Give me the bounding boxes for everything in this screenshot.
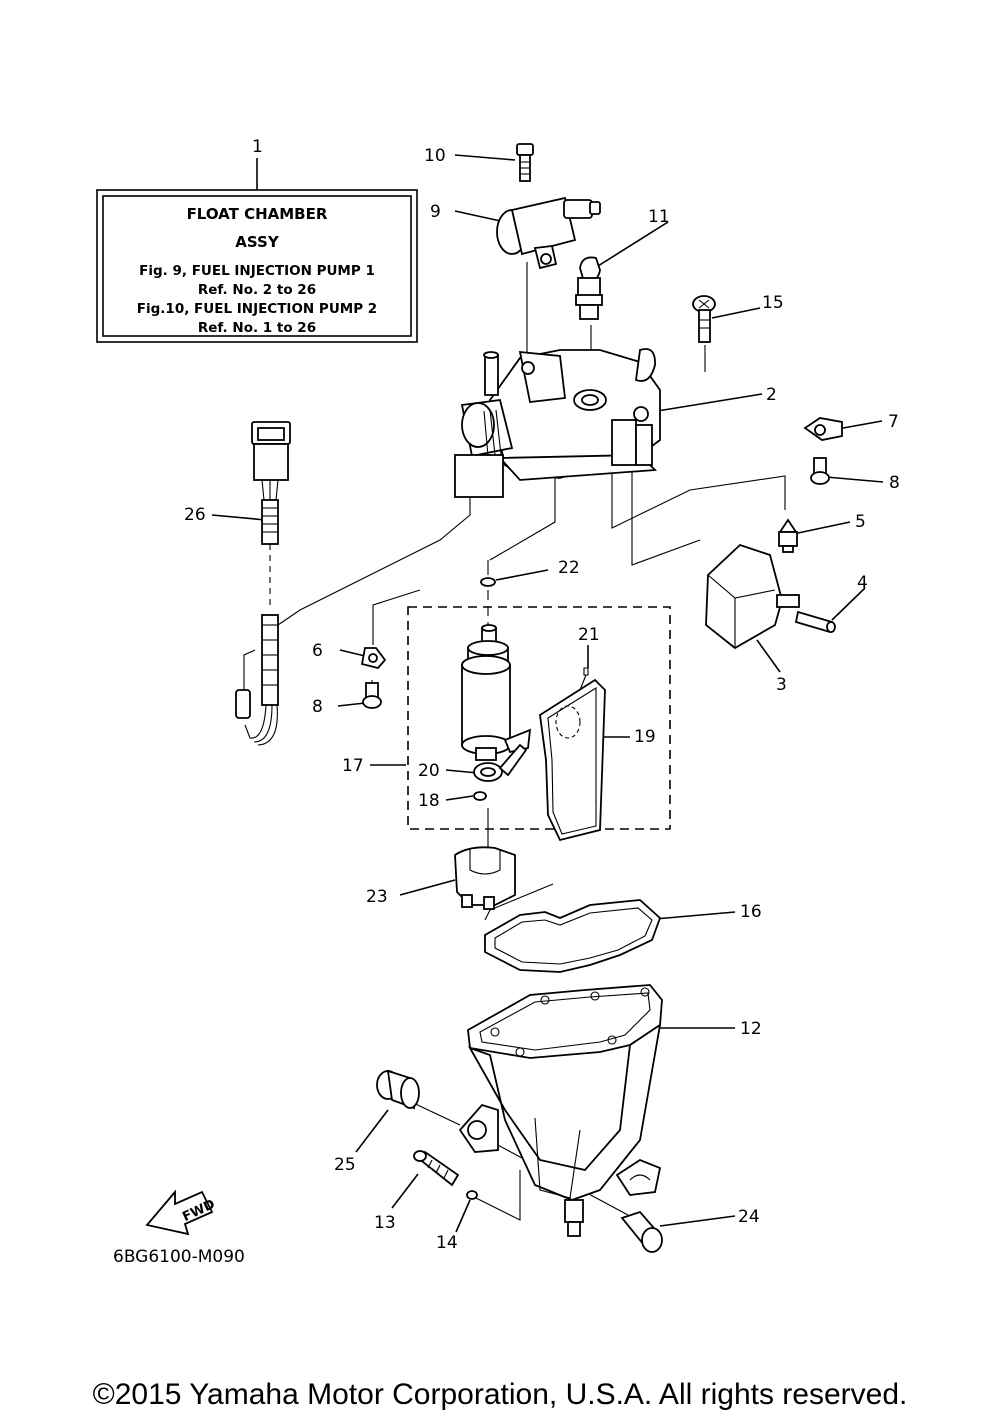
callout-numbers: 1 2 3 4 5 6 7 8 8 9 10 11 12 13 14 15 16… bbox=[184, 137, 900, 1253]
grommet-part-25 bbox=[376, 1069, 420, 1110]
callout-6: 6 bbox=[312, 641, 323, 661]
callout-14: 14 bbox=[436, 1233, 458, 1253]
assembly-lines bbox=[277, 262, 786, 1221]
info-box-line-4: Ref. No. 2 to 26 bbox=[198, 282, 316, 298]
callout-15: 15 bbox=[762, 293, 784, 313]
gasket-part-16 bbox=[484, 899, 662, 973]
callout-26: 26 bbox=[184, 505, 206, 525]
pin-part-4 bbox=[794, 610, 836, 634]
callout-8-upper: 8 bbox=[889, 473, 900, 493]
callout-20: 20 bbox=[418, 761, 440, 781]
float-chamber-info-box: FLOAT CHAMBER ASSY Fig. 9, FUEL INJECTIO… bbox=[96, 189, 418, 343]
screw-part-8-lower bbox=[362, 682, 382, 709]
bracket-part-7 bbox=[803, 417, 843, 441]
clamp-part-20 bbox=[473, 743, 528, 782]
copyright-notice: ©2015 Yamaha Motor Corporation, U.S.A. A… bbox=[92, 1378, 908, 1411]
callout-22: 22 bbox=[558, 558, 580, 578]
callout-12: 12 bbox=[740, 1019, 762, 1039]
o-ring-part-14 bbox=[466, 1190, 478, 1200]
bracket-part-6 bbox=[360, 647, 387, 670]
callout-5: 5 bbox=[855, 512, 866, 532]
holder-part-23 bbox=[454, 846, 516, 910]
callout-3: 3 bbox=[776, 675, 787, 695]
callout-19: 19 bbox=[634, 727, 656, 747]
callout-1: 1 bbox=[252, 137, 263, 157]
info-box-line-2: ASSY bbox=[235, 233, 280, 251]
callout-24: 24 bbox=[738, 1207, 760, 1227]
info-box-line-1: FLOAT CHAMBER bbox=[187, 205, 328, 223]
screw-part-13 bbox=[413, 1150, 460, 1187]
harness-part-26 bbox=[235, 421, 291, 746]
callout-8-lower: 8 bbox=[312, 697, 323, 717]
o-ring-part-18 bbox=[473, 791, 487, 801]
callout-4: 4 bbox=[857, 573, 868, 593]
callout-2: 2 bbox=[766, 385, 777, 405]
fuel-pump-subassembly-box bbox=[407, 606, 671, 830]
callout-21: 21 bbox=[578, 625, 600, 645]
callout-23: 23 bbox=[366, 887, 388, 907]
callout-10: 10 bbox=[424, 146, 446, 166]
clip-part-21 bbox=[579, 667, 589, 691]
float-chamber-part-12 bbox=[458, 984, 663, 1237]
screw-part-8-upper bbox=[810, 457, 830, 485]
callout-11: 11 bbox=[648, 207, 670, 227]
callout-25: 25 bbox=[334, 1155, 356, 1175]
callout-18: 18 bbox=[418, 791, 440, 811]
callout-17: 17 bbox=[342, 756, 364, 776]
leader-lines bbox=[211, 154, 884, 1233]
callout-7: 7 bbox=[888, 412, 899, 432]
info-box-line-5: Fig.10, FUEL INJECTION PUMP 2 bbox=[137, 301, 377, 317]
fuel-pump-part-17 bbox=[461, 624, 532, 761]
sensor-part-11 bbox=[575, 256, 603, 320]
needle-valve-part-5 bbox=[778, 518, 798, 553]
filter-part-19 bbox=[539, 678, 606, 842]
callout-9: 9 bbox=[430, 202, 441, 222]
cover-part-2 bbox=[454, 348, 661, 498]
float-part-3 bbox=[705, 543, 800, 650]
callout-16: 16 bbox=[740, 902, 762, 922]
info-box-line-3: Fig. 9, FUEL INJECTION PUMP 1 bbox=[139, 263, 375, 279]
bolt-part-10 bbox=[516, 143, 534, 182]
o-ring-part-22 bbox=[480, 577, 496, 587]
forward-direction-arrow: FWD bbox=[145, 1189, 218, 1236]
plug-part-24 bbox=[620, 1210, 663, 1253]
info-box-line-6: Ref. No. 1 to 26 bbox=[198, 320, 316, 336]
screw-part-15 bbox=[692, 295, 716, 343]
valve-part-9 bbox=[496, 196, 601, 270]
diagram-code: 6BG6100-M090 bbox=[113, 1247, 245, 1267]
callout-13: 13 bbox=[374, 1213, 396, 1233]
